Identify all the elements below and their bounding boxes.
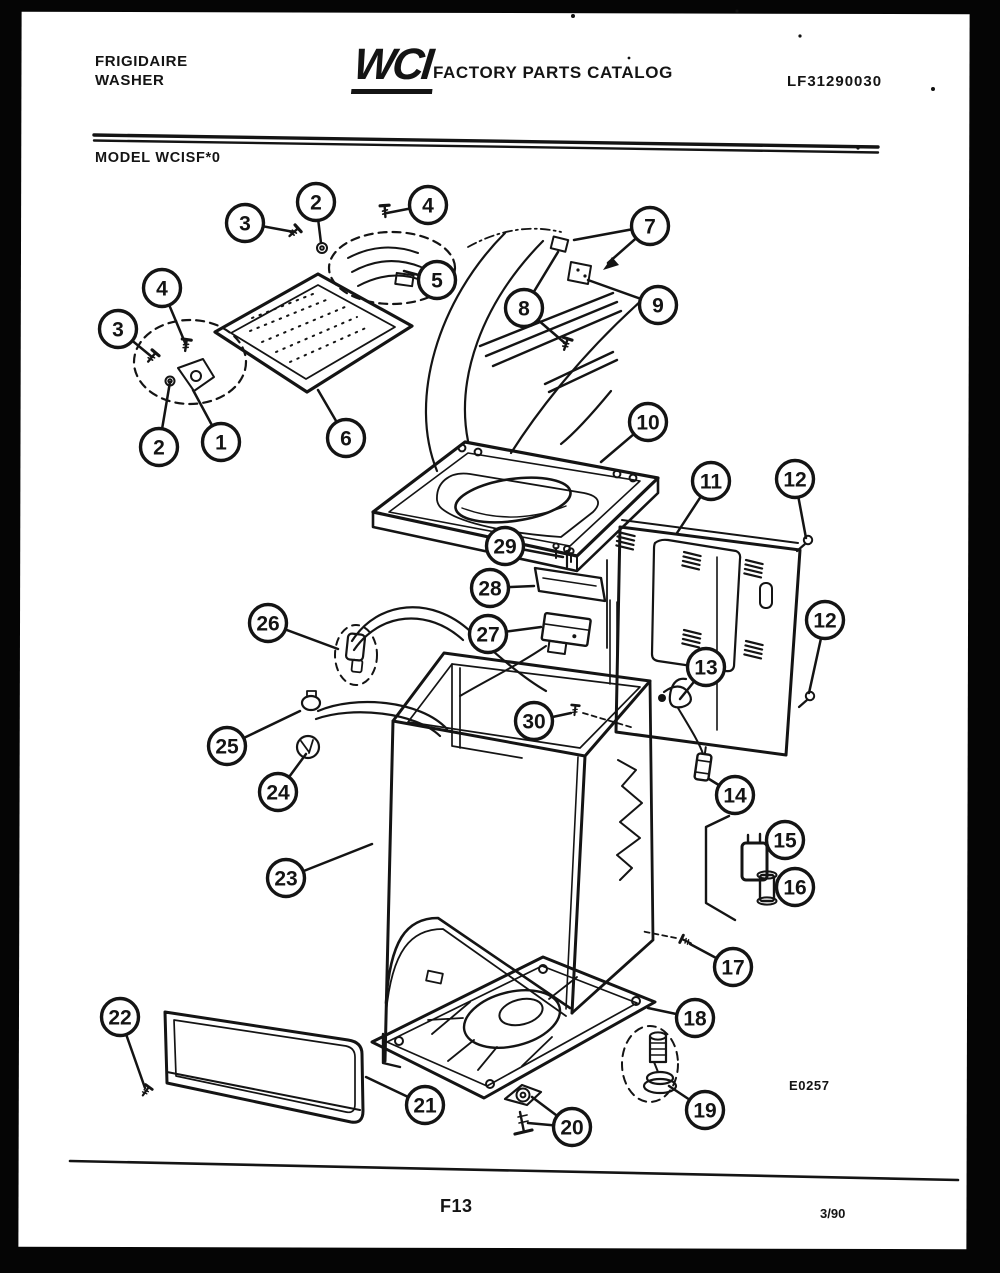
brand-title: FRIGIDAIRE WASHER: [95, 52, 188, 90]
callout-19: 19: [667, 1084, 726, 1131]
wire-harness: [658, 677, 713, 782]
lid-stipple: [249, 291, 369, 363]
water-switch: [540, 612, 592, 656]
header-rule: [92, 133, 880, 154]
svg-text:14: 14: [723, 785, 747, 808]
page-code: F13: [440, 1196, 473, 1216]
mount-bolt-parts: [503, 1083, 543, 1136]
callout-8: 8: [503, 250, 568, 346]
revision-date: 3/90: [820, 1206, 846, 1221]
callout-9: 9: [586, 278, 679, 326]
svg-text:4: 4: [422, 195, 434, 218]
brand-line2: WASHER: [95, 72, 165, 89]
svg-text:23: 23: [274, 868, 297, 891]
callout-28: 28: [469, 567, 536, 609]
callout-6: 6: [316, 388, 367, 459]
callout-7: 7: [572, 205, 671, 265]
catalog-title: FACTORY PARTS CATALOG: [433, 63, 673, 82]
capacitor-assembly: [704, 814, 778, 922]
document-number: LF31290030: [787, 73, 883, 90]
svg-text:26: 26: [256, 613, 279, 636]
callout-12: 12: [774, 458, 816, 540]
callout-24: 24: [257, 752, 308, 813]
svg-text:5: 5: [431, 270, 443, 293]
svg-text:12: 12: [813, 610, 836, 633]
callout-3: 3: [97, 308, 154, 359]
callout-12: 12: [804, 599, 846, 695]
leveling-leg-detail: [621, 1025, 679, 1103]
svg-text:4: 4: [156, 278, 168, 301]
svg-text:6: 6: [340, 428, 352, 451]
svg-text:13: 13: [694, 657, 717, 680]
callout-3: 3: [224, 202, 296, 244]
svg-text:20: 20: [560, 1117, 583, 1140]
callout-4: 4: [385, 184, 449, 226]
scan-specks: [571, 9, 935, 150]
svg-text:16: 16: [783, 877, 806, 900]
callout-26: 26: [247, 602, 340, 651]
hose-clip-parts: [295, 606, 548, 760]
callout-27: 27: [467, 613, 543, 655]
callout-29: 29: [484, 525, 565, 567]
svg-text:12: 12: [783, 469, 806, 492]
svg-text:30: 30: [522, 711, 545, 734]
callout-23: 23: [265, 842, 374, 899]
callout-18: 18: [646, 997, 716, 1039]
callout-2: 2: [138, 380, 180, 468]
callout-1: 1: [191, 388, 242, 463]
svg-text:28: 28: [478, 578, 502, 601]
callout-30: 30: [513, 700, 573, 742]
callout-10: 10: [599, 401, 669, 464]
callout-16: 16: [774, 866, 816, 908]
svg-text:8: 8: [518, 298, 530, 321]
svg-text:9: 9: [652, 295, 664, 318]
svg-text:1: 1: [215, 432, 227, 455]
svg-text:29: 29: [493, 536, 516, 559]
svg-text:25: 25: [215, 736, 239, 759]
callout-17: 17: [688, 942, 754, 988]
brand-line1: FRIGIDAIRE: [95, 53, 188, 70]
footer-rule: [68, 1159, 960, 1182]
front-access-panel: [138, 1010, 365, 1124]
callout-13: 13: [678, 646, 727, 701]
svg-text:2: 2: [153, 437, 165, 460]
svg-text:24: 24: [266, 782, 290, 805]
callout-2: 2: [295, 181, 337, 245]
svg-text:17: 17: [721, 957, 744, 980]
svg-text:19: 19: [693, 1100, 716, 1123]
hinge-detail-left: [132, 318, 248, 406]
callout-5: 5: [402, 259, 458, 301]
rear-panel: [606, 519, 802, 757]
base-assembly: [370, 955, 657, 1100]
hose-curves: [424, 231, 644, 473]
svg-text:2: 2: [310, 192, 322, 215]
callout-4: 4: [141, 267, 188, 347]
diagram-code: E0257: [789, 1078, 830, 1093]
svg-text:3: 3: [112, 319, 124, 342]
arrowhead: [603, 257, 619, 270]
svg-text:7: 7: [644, 216, 656, 239]
callout-14: 14: [707, 774, 756, 816]
svg-text:15: 15: [773, 830, 797, 853]
svg-text:10: 10: [636, 412, 659, 435]
callout-25: 25: [206, 709, 302, 767]
svg-text:27: 27: [476, 624, 499, 647]
callout-11: 11: [675, 460, 732, 535]
lid-switch-hardware: [467, 227, 623, 394]
svg-text:21: 21: [413, 1095, 437, 1118]
callout-22: 22: [99, 996, 147, 1090]
svg-text:18: 18: [683, 1008, 707, 1031]
callout-21: 21: [364, 1075, 446, 1126]
callout-20: 20: [526, 1095, 593, 1148]
model-line: MODEL WCISF*0: [95, 150, 221, 166]
svg-text:22: 22: [108, 1007, 131, 1030]
lid-panel: [213, 272, 414, 394]
svg-text:11: 11: [700, 471, 723, 494]
fuse-part: [693, 746, 713, 782]
callout-15: 15: [764, 819, 806, 861]
svg-text:3: 3: [239, 213, 251, 236]
